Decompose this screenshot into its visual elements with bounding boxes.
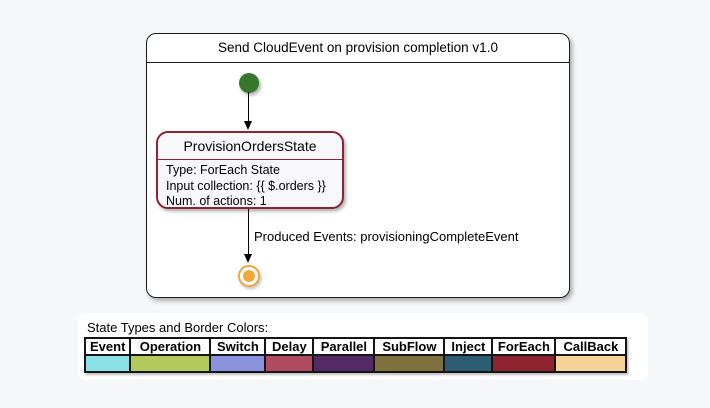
edge-state-to-end (248, 209, 249, 255)
legend-label-foreach: ForEach (491, 337, 557, 356)
workflow-title: Send CloudEvent on provision completion … (147, 34, 569, 63)
state-detail-num-actions: Num. of actions: 1 (166, 194, 267, 208)
edge-produced-events-label: Produced Events: provisioningCompleteEve… (254, 229, 519, 244)
end-node-core (243, 270, 255, 282)
legend-label-parallel: Parallel (312, 337, 376, 356)
legend-swatch-subflow (373, 354, 446, 373)
legend-header-row: Event Operation Switch Delay Parallel Su… (83, 337, 628, 356)
legend-swatch-callback (554, 354, 628, 373)
legend-label-delay: Delay (264, 337, 315, 356)
legend-panel: State Types and Border Colors: Event Ope… (78, 313, 648, 380)
state-detail-input-collection: Input collection: {{ $.orders }} (166, 178, 326, 193)
legend-swatch-row (83, 354, 628, 373)
legend-swatch-delay (264, 354, 315, 373)
legend-label-event: Event (83, 337, 132, 356)
legend-label-callback: CallBack (554, 337, 628, 356)
state-details: Type: ForEach State Input collection: {{… (158, 160, 342, 208)
legend-swatch-parallel (312, 354, 376, 373)
legend-table: Event Operation Switch Delay Parallel Su… (83, 337, 628, 373)
state-detail-type: Type: ForEach State (166, 163, 280, 177)
legend-swatch-inject (443, 354, 494, 373)
legend-swatch-switch (209, 354, 267, 373)
arrowhead-icon (244, 254, 252, 263)
legend-label-operation: Operation (129, 337, 212, 356)
legend-swatch-event (83, 354, 132, 373)
end-node-icon (238, 265, 260, 287)
legend-label-switch: Switch (209, 337, 267, 356)
arrowhead-icon (244, 121, 252, 130)
legend-label-subflow: SubFlow (373, 337, 446, 356)
legend-swatch-foreach (491, 354, 557, 373)
legend-title: State Types and Border Colors: (87, 320, 269, 335)
edge-start-to-state (248, 92, 249, 122)
legend-swatch-operation (129, 354, 212, 373)
start-node-icon (239, 73, 259, 93)
state-name: ProvisionOrdersState (158, 133, 342, 160)
legend-label-inject: Inject (443, 337, 494, 356)
state-node-provisionordersstate: ProvisionOrdersState Type: ForEach State… (156, 131, 344, 209)
